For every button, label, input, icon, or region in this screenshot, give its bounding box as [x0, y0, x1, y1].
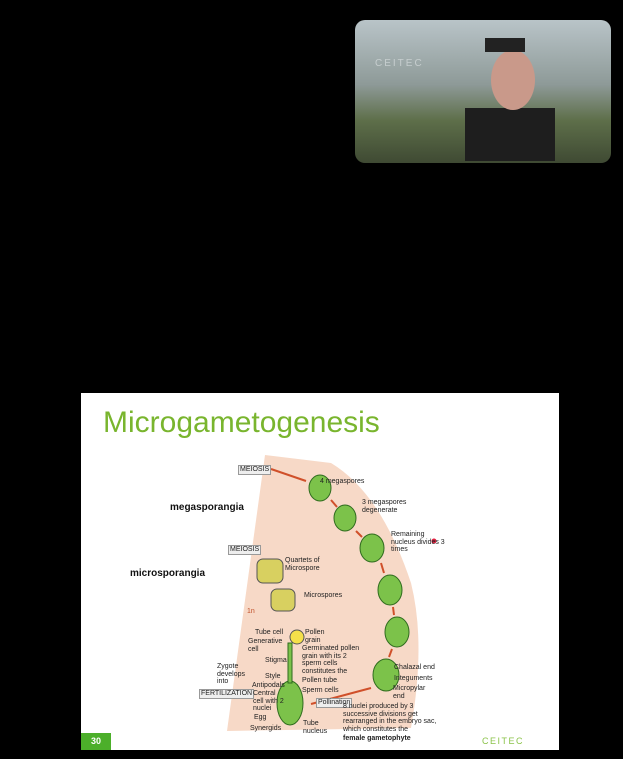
label: Pollen grain — [305, 629, 325, 644]
microspore-quartets — [256, 558, 305, 645]
label: Central cell with 2 nuclei — [253, 690, 284, 712]
participant-video-tile[interactable]: CEITEC — [355, 20, 611, 163]
label: Microspores — [304, 592, 343, 599]
label-microsporangia: microsporangia — [130, 568, 206, 579]
label: Sperm cells — [302, 687, 339, 694]
ovules — [276, 474, 410, 726]
label: Pollen tube — [302, 677, 338, 684]
background-logo: CEITEC — [375, 58, 424, 69]
label: Integuments — [394, 675, 433, 682]
label-fertilization: FERTILIZATION — [199, 689, 255, 699]
label-female-gametophyte: female gametophyte — [343, 735, 411, 742]
label: Quartets of Microspore — [285, 557, 320, 572]
label-meiosis: MEIOSIS — [228, 545, 262, 555]
label: Zygote develops into — [217, 663, 246, 685]
label: Stigma — [265, 657, 287, 664]
label-meiosis: MEIOSIS — [238, 465, 272, 475]
laser-pointer-dot — [431, 538, 437, 544]
label: Chalazal end — [394, 664, 435, 671]
label: Egg — [254, 714, 267, 721]
label: 4 megaspores — [320, 478, 365, 485]
label: Antipodals — [252, 682, 285, 689]
label-megasporangia: megasporangia — [170, 502, 244, 513]
page-number: 30 — [81, 733, 111, 750]
label: Synergids — [250, 725, 282, 732]
life-cycle-diagram — [227, 455, 437, 731]
presenter-figure — [465, 38, 555, 161]
label: Generative cell — [248, 638, 283, 653]
label: 1n — [247, 608, 255, 615]
label: Germinated pollen grain with its 2 sperm… — [302, 645, 360, 675]
label: 8 nuclei produced by 3 successive divisi… — [343, 703, 437, 733]
label: Tube cell — [255, 629, 284, 636]
presentation-slide: Microgametogenesis MEIOSIS 4 megaspores … — [81, 393, 559, 750]
diagram-background — [227, 455, 419, 731]
label: Tube nucleus — [303, 720, 328, 735]
ceitec-logo: CEITEC — [482, 736, 525, 746]
label: Micropylar end — [393, 685, 426, 700]
label-pollination: Pollination — [316, 698, 353, 708]
label: Remaining nucleus divides 3 times — [391, 531, 445, 553]
label: Style — [265, 673, 281, 680]
label: 3 megaspores degenerate — [362, 499, 407, 514]
slide-title: Microgametogenesis — [103, 406, 380, 439]
